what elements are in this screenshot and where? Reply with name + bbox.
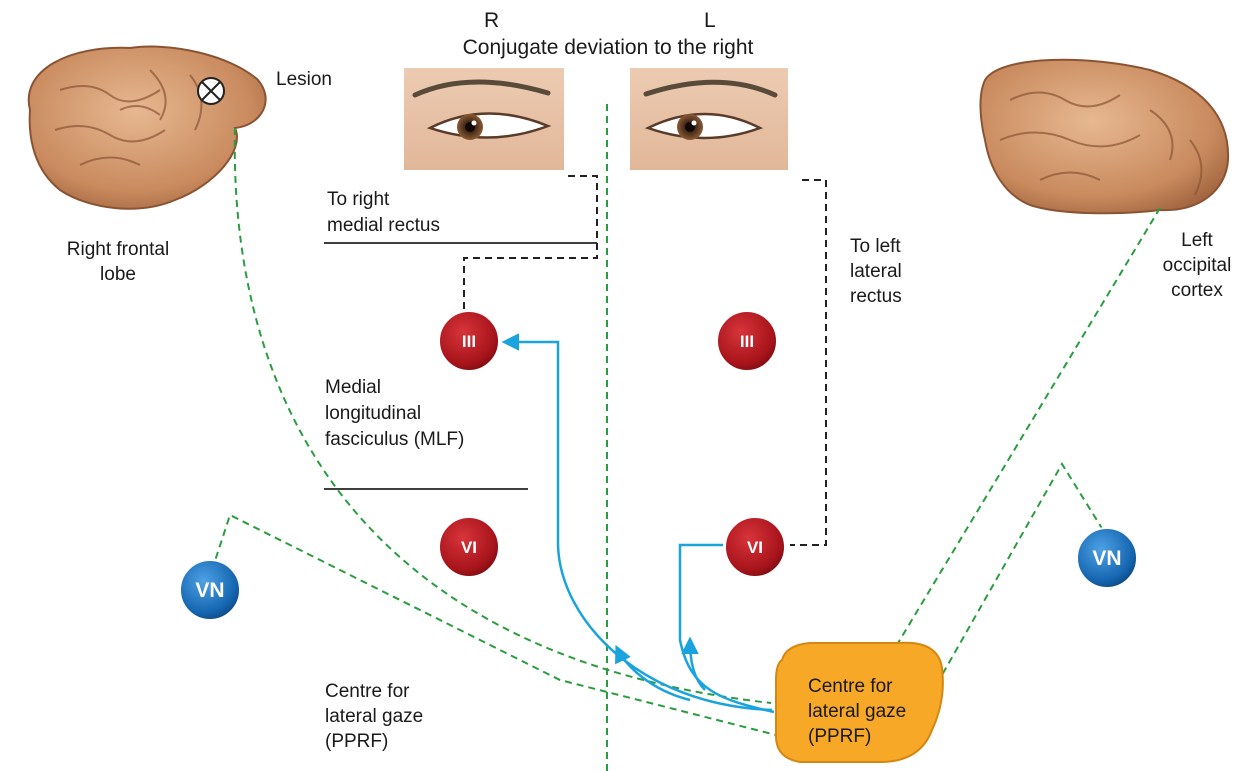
- to-left-lateral-rectus-line2: lateral: [850, 261, 902, 282]
- centre-lateral-gaze-left-line3: (PPRF): [325, 731, 388, 752]
- left-eye-image: [630, 68, 788, 170]
- mlf-label-line2: longitudinal: [325, 403, 421, 424]
- left-vn-node: VN: [180, 560, 240, 620]
- frontal-to-pprf-pathway: [235, 128, 771, 703]
- side-label-right: R: [484, 9, 499, 32]
- diagram-title: Conjugate deviation to the right: [463, 36, 754, 59]
- right-medial-rectus-nerve-line: [464, 176, 597, 313]
- left-occipital-label-line1: Left: [1181, 230, 1213, 251]
- pprf-box-line2: lateral gaze: [808, 701, 906, 722]
- left-lateral-rectus-nerve-line: [790, 180, 826, 545]
- left-occipital-label-line3: cortex: [1171, 280, 1223, 301]
- lesion-marker-icon: [198, 78, 224, 104]
- pprf-box-line3: (PPRF): [808, 726, 871, 747]
- left-III-nucleus: III: [717, 311, 777, 371]
- left-occipital-cortex-image: [980, 60, 1228, 214]
- mlf-label-line1: Medial: [325, 377, 381, 398]
- right-frontal-lobe-label-line2: lobe: [100, 264, 136, 285]
- lesion-label: Lesion: [276, 69, 332, 90]
- to-left-lateral-rectus-line1: To left: [850, 236, 901, 257]
- left-occipital-label-line2: occipital: [1163, 255, 1232, 276]
- left-III-label: III: [740, 332, 754, 351]
- left-VI-nucleus: VI: [725, 517, 785, 577]
- side-label-left: L: [704, 9, 716, 32]
- right-VI-nucleus: VI: [439, 517, 499, 577]
- right-VI-label: VI: [461, 538, 477, 557]
- right-frontal-lobe-image: [29, 47, 266, 209]
- pprf-box-line1: Centre for: [808, 676, 893, 697]
- right-eye-image: [404, 68, 564, 170]
- to-right-medial-rectus-line2: medial rectus: [327, 215, 440, 236]
- centre-lateral-gaze-left-line1: Centre for: [325, 681, 410, 702]
- pprf-centre-box: Centre for lateral gaze (PPRF): [776, 643, 943, 762]
- to-right-medial-rectus-line1: To right: [327, 189, 390, 210]
- pprf-to-right-III-pathway: [505, 342, 772, 710]
- left-VI-label: VI: [747, 538, 763, 557]
- right-III-label: III: [462, 332, 476, 351]
- right-vn-label: VN: [1092, 547, 1121, 570]
- right-III-nucleus: III: [439, 311, 499, 371]
- mlf-label-line3: fasciculus (MLF): [325, 429, 464, 450]
- to-left-lateral-rectus-line3: rectus: [850, 286, 902, 307]
- centre-lateral-gaze-left-line2: lateral gaze: [325, 706, 423, 727]
- left-vn-label: VN: [195, 579, 224, 602]
- right-vn-node: VN: [1077, 528, 1137, 588]
- right-frontal-lobe-label-line1: Right frontal: [67, 239, 169, 260]
